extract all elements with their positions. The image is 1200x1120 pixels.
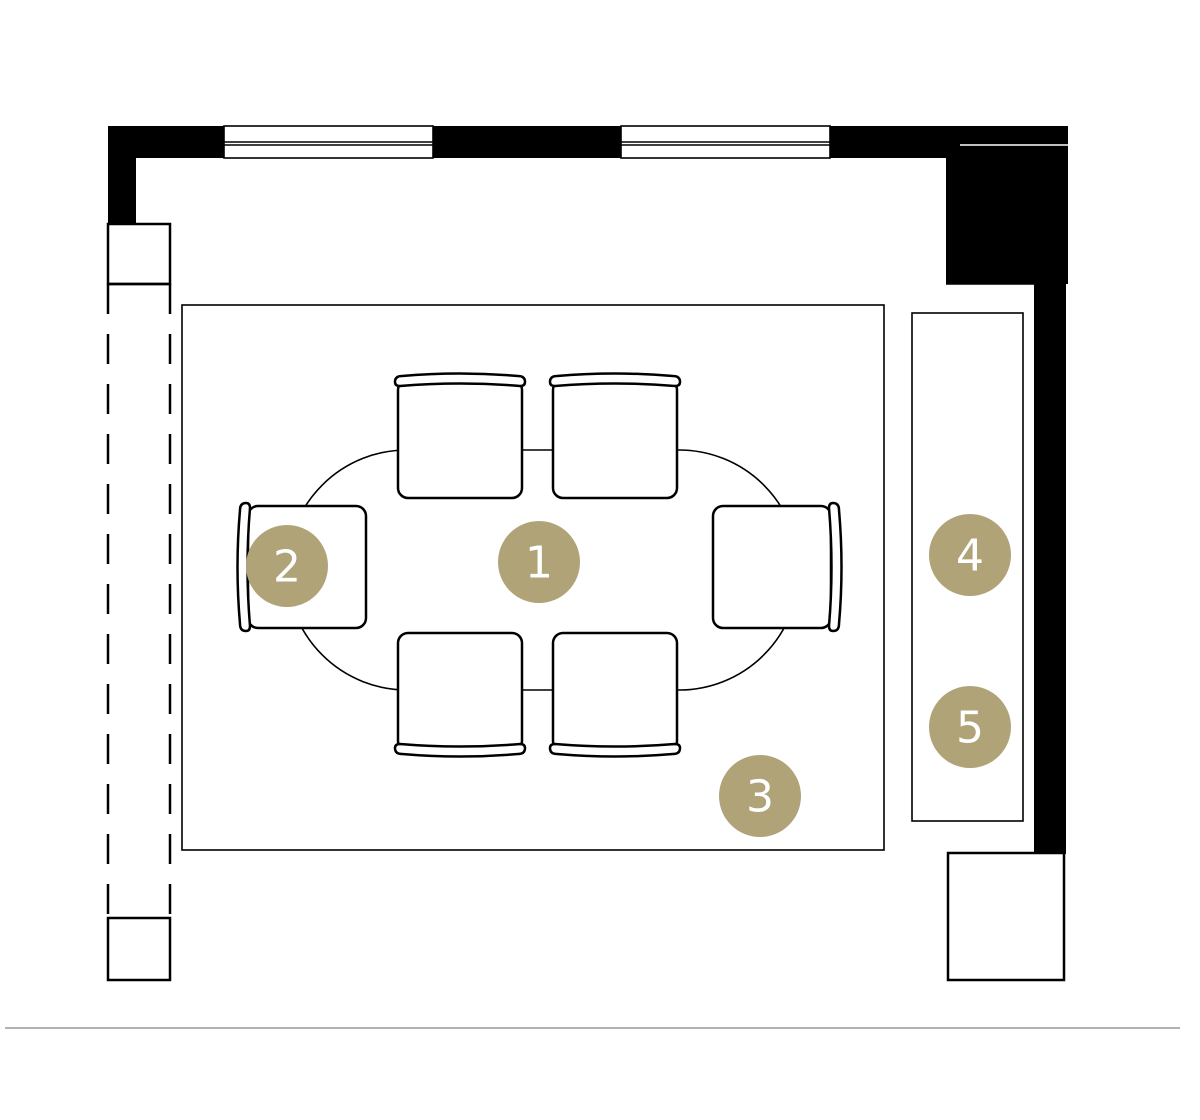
marker-label: 5 xyxy=(956,703,984,754)
marker-3: 3 xyxy=(719,755,801,837)
window-right xyxy=(620,125,831,159)
top-wall-right xyxy=(830,126,1068,158)
marker-label: 3 xyxy=(746,772,774,823)
left-pillar-bottom xyxy=(106,916,172,982)
marker-label: 1 xyxy=(525,538,553,589)
marker-circle xyxy=(498,521,580,603)
chair-top-right xyxy=(548,372,682,500)
marker-4: 4 xyxy=(929,514,1011,596)
marker-circle xyxy=(719,755,801,837)
marker-1: 1 xyxy=(498,521,580,603)
marker-label: 2 xyxy=(273,542,301,593)
marker-label: 4 xyxy=(956,531,984,582)
right-wall xyxy=(1034,284,1066,854)
chair-bottom-right xyxy=(548,631,682,758)
marker-circle xyxy=(246,525,328,607)
chair-top-left xyxy=(393,372,527,500)
left-opening xyxy=(106,222,172,982)
chair-end-right xyxy=(711,501,843,633)
rug xyxy=(181,304,885,851)
chair-bottom-left xyxy=(393,631,527,758)
marker-5: 5 xyxy=(929,686,1011,768)
left-wall-stub xyxy=(108,126,136,224)
sideboard xyxy=(911,312,1024,822)
walls xyxy=(108,126,1068,854)
marker-circle xyxy=(929,686,1011,768)
left-pillar-top xyxy=(106,222,172,286)
corner-column xyxy=(946,158,1068,284)
top-wall-middle xyxy=(433,126,621,158)
window-left xyxy=(223,125,434,159)
right-pillar-bottom xyxy=(946,851,1066,982)
marker-2: 2 xyxy=(246,525,328,607)
marker-circle xyxy=(929,514,1011,596)
